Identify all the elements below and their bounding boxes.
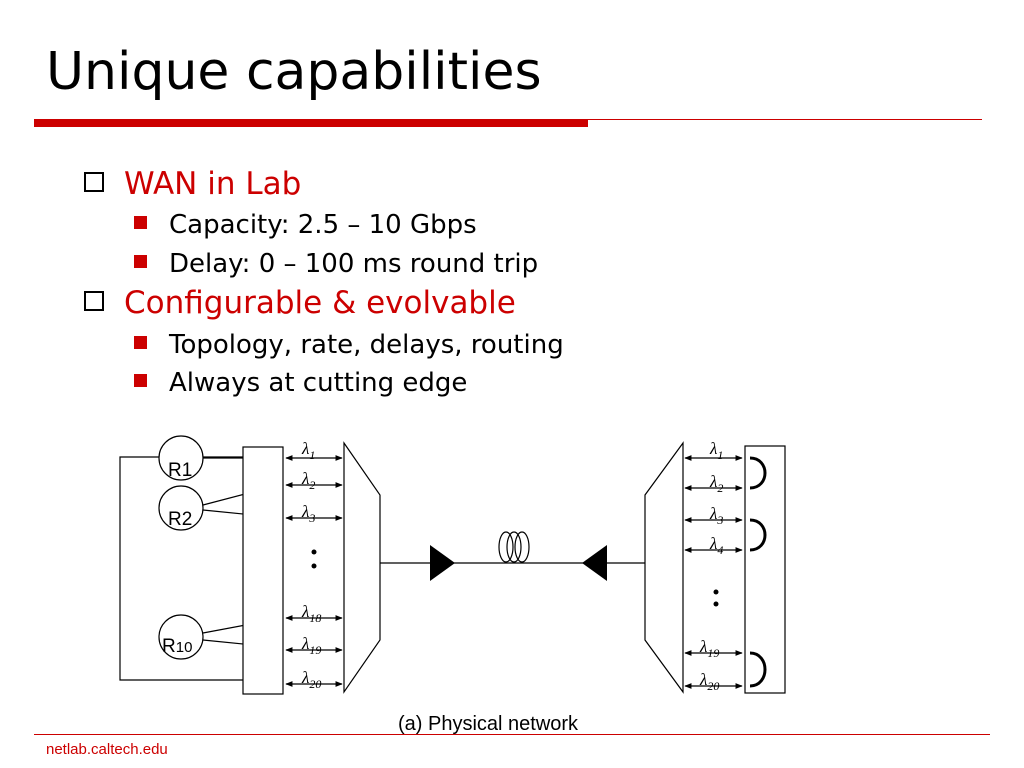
wavelength-label: λ3: [709, 504, 723, 527]
router-r10-node: [158, 614, 204, 660]
sub-bullet-topology: Topology, rate, delays, routing: [134, 332, 564, 358]
wavelength-label: λ2: [709, 472, 723, 495]
wavelength-label: λ19: [301, 634, 321, 657]
bullet-text: Configurable & evolvable: [124, 285, 516, 321]
hollow-square-bullet-icon: [84, 171, 104, 192]
sub-bullet-text: Delay: 0 – 100 ms round trip: [169, 249, 539, 279]
sub-bullet-capacity: Capacity: 2.5 – 10 Gbps: [134, 212, 477, 238]
wavelength-label: λ1: [709, 439, 723, 462]
left-amplifier-icon: [430, 545, 455, 581]
sub-bullet-text: Always at cutting edge: [169, 368, 468, 398]
right-switch-panel: [744, 445, 786, 694]
router-label: R10: [162, 636, 192, 657]
left-switch-panel: [242, 446, 284, 695]
wavelength-label: λ18: [301, 602, 321, 625]
diagram-caption: (a) Physical network: [398, 713, 579, 735]
sub-bullet-delay: Delay: 0 – 100 ms round trip: [134, 251, 538, 277]
wavelength-label: λ4: [709, 534, 723, 557]
router-r2-node: [158, 485, 204, 531]
title-underline-thin: [588, 119, 982, 120]
router-label: R2: [168, 509, 192, 530]
filled-square-bullet-icon: [134, 216, 147, 229]
footer-text: netlab.caltech.edu: [46, 741, 168, 758]
right-amplifier-icon: [582, 545, 607, 581]
sub-bullet-text: Capacity: 2.5 – 10 Gbps: [169, 210, 477, 240]
footer-divider: [34, 734, 990, 735]
left-multiplexer: [343, 441, 381, 694]
filled-square-bullet-icon: [134, 374, 147, 387]
filled-square-bullet-icon: [134, 255, 147, 268]
bullet-text: WAN in Lab: [124, 166, 302, 202]
sub-bullet-cutting-edge: Always at cutting edge: [134, 370, 467, 396]
wavelength-label: λ19: [699, 637, 719, 660]
hollow-square-bullet-icon: [84, 290, 104, 311]
wavelength-label: λ3: [301, 502, 315, 525]
slide-title: Unique capabilities: [46, 42, 542, 102]
bullet-configurable: Configurable & evolvable: [84, 288, 516, 319]
right-multiplexer: [644, 441, 684, 694]
sub-bullet-text: Topology, rate, delays, routing: [169, 330, 564, 360]
wavelength-label: λ20: [301, 668, 321, 691]
wavelength-label: λ2: [301, 469, 315, 492]
filled-square-bullet-icon: [134, 336, 147, 349]
wavelength-label: λ1: [301, 439, 315, 462]
router-label: R1: [168, 460, 192, 481]
wavelength-label: λ20: [699, 670, 719, 693]
bullet-wan-in-lab: WAN in Lab: [84, 169, 301, 200]
title-underline: [34, 119, 588, 127]
